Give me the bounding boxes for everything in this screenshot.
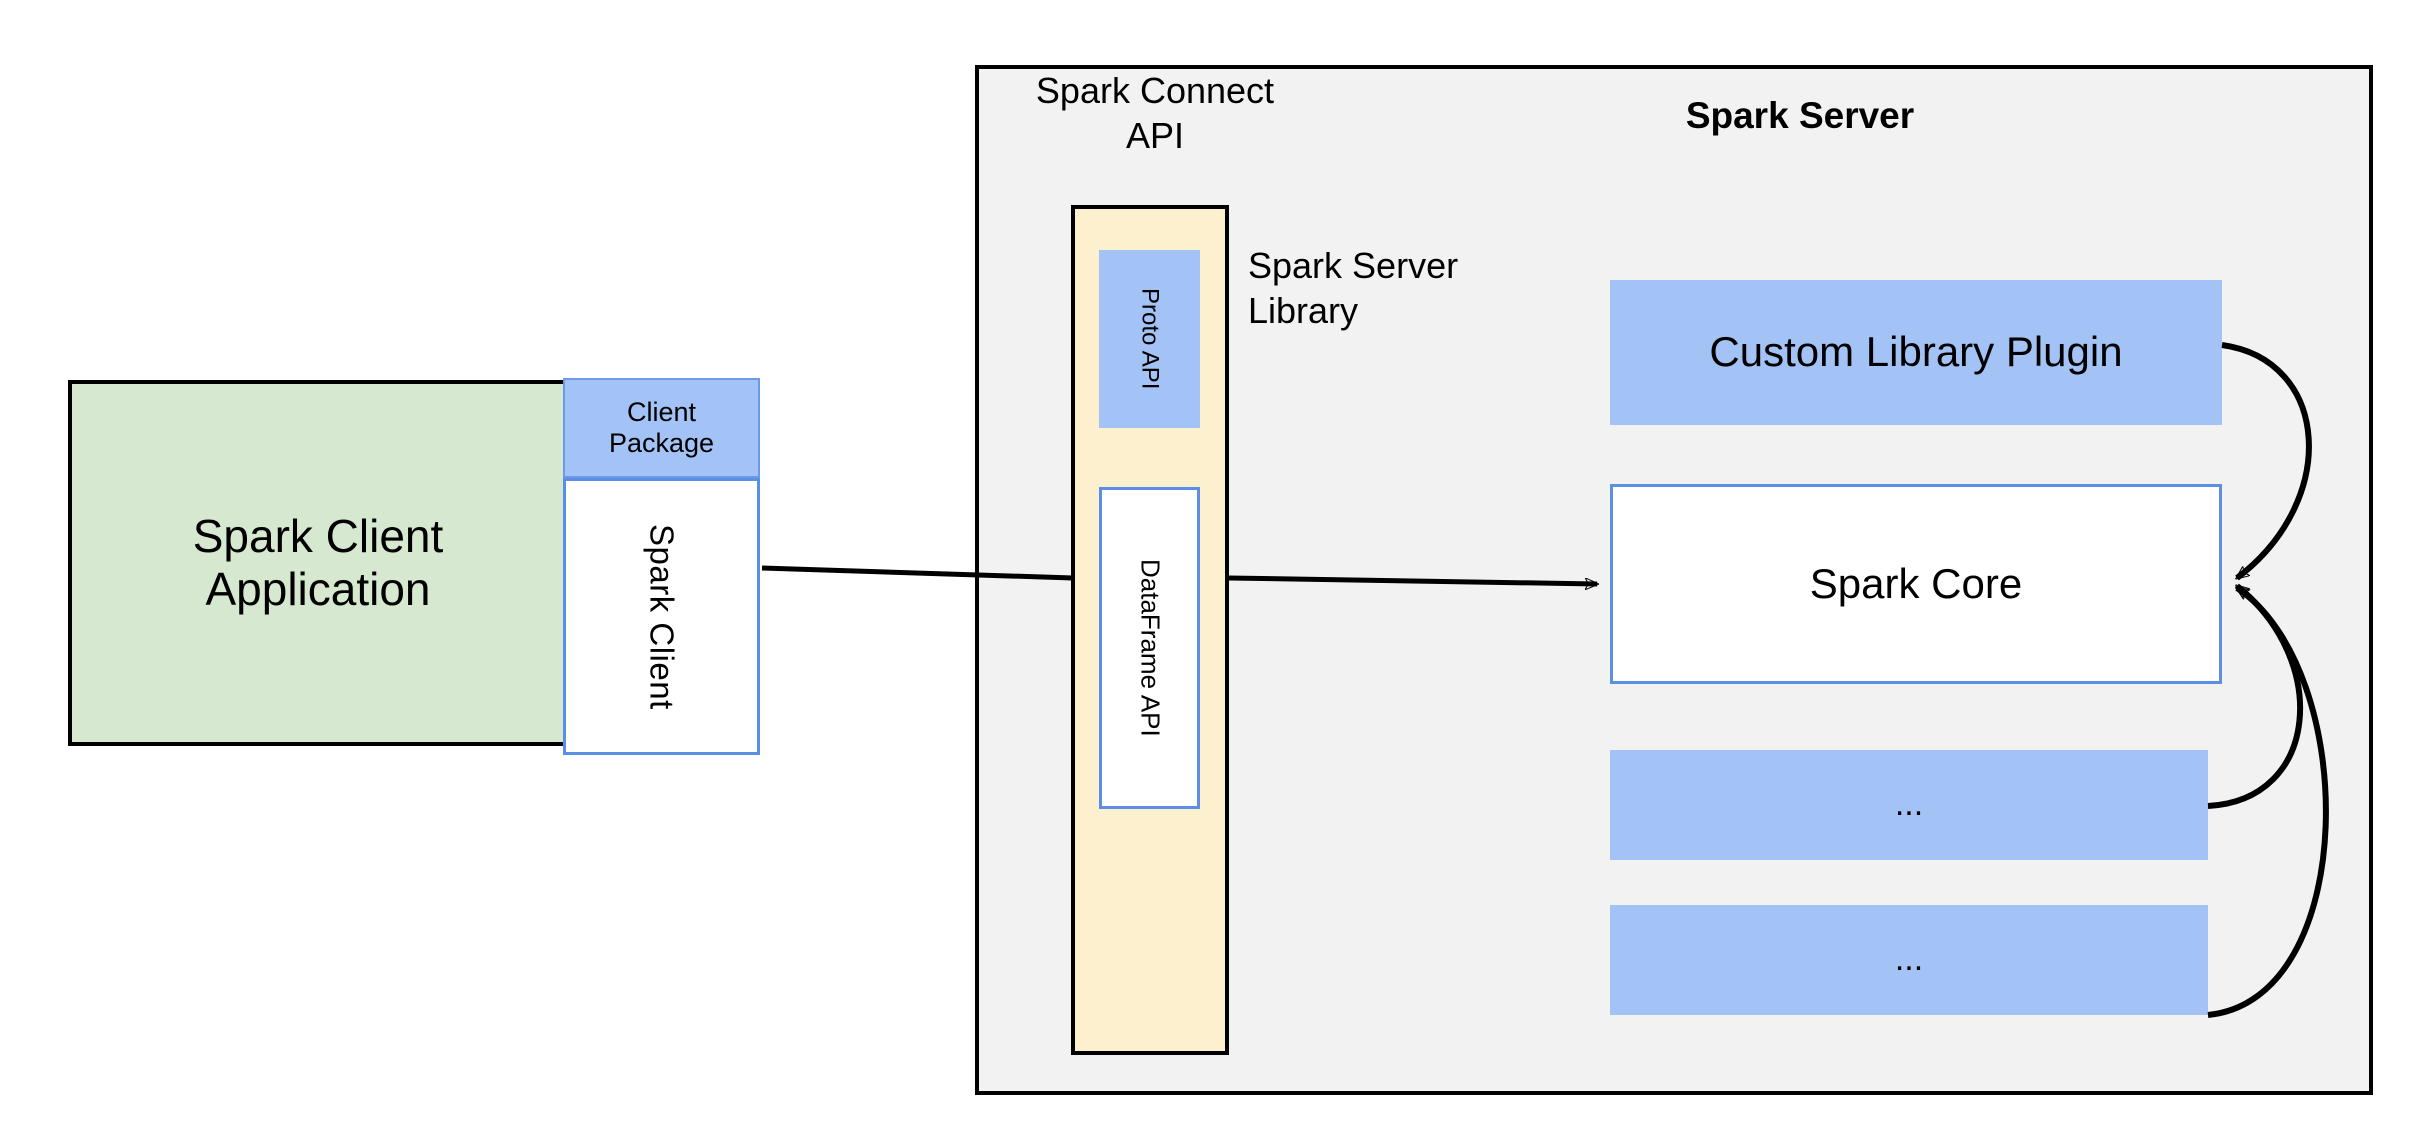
dataframe-api-box[interactable]: DataFrame API bbox=[1099, 487, 1200, 809]
spark-server-library-label: Spark Server Library bbox=[1248, 245, 1459, 331]
spark-connect-api-label: Spark Connect API bbox=[1035, 70, 1275, 156]
ellipsis-box-1[interactable]: ... bbox=[1610, 750, 2208, 860]
client-package-box[interactable]: Client Package bbox=[563, 378, 760, 478]
spark-client-box[interactable]: Spark Client bbox=[563, 478, 760, 755]
spark-client-label: Spark Client bbox=[643, 523, 681, 710]
spark-server-title: Spark Server bbox=[1685, 95, 1915, 136]
ellipsis-box-2[interactable]: ... bbox=[1610, 905, 2208, 1015]
spark-client-application-label: Spark Client Application bbox=[192, 510, 444, 615]
dataframe-api-label: DataFrame API bbox=[1135, 559, 1166, 737]
proto-api-label: Proto API bbox=[1136, 288, 1164, 390]
spark-core-box[interactable]: Spark Core bbox=[1610, 484, 2222, 684]
client-package-label: Client Package bbox=[608, 396, 715, 458]
spark-client-application-box[interactable]: Spark Client Application bbox=[68, 380, 568, 746]
custom-library-plugin-box[interactable]: Custom Library Plugin bbox=[1610, 280, 2222, 425]
proto-api-box[interactable]: Proto API bbox=[1099, 250, 1200, 428]
